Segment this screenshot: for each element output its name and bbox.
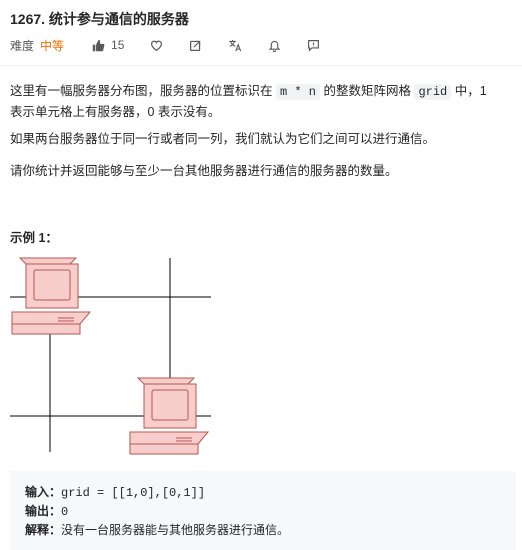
feedback-button[interactable] <box>307 39 320 52</box>
input-value: grid = [[1,0],[0,1]] <box>61 486 206 500</box>
subscribe-button[interactable] <box>268 39 281 52</box>
inline-code-mxn: m * n <box>275 84 320 100</box>
explanation-label: 解释： <box>25 523 62 537</box>
problem-title: 1267. 统计参与通信的服务器 <box>10 11 189 27</box>
example-output-line: 输出：0 <box>25 502 68 520</box>
description-paragraph-1: 这里有一幅服务器分布图，服务器的位置标识在 m * n 的整数矩阵网格 grid… <box>10 81 515 122</box>
explanation-value: 没有一台服务器能与其他服务器进行通信。 <box>61 523 290 537</box>
output-value: 0 <box>61 505 69 519</box>
example-title: 示例 1： <box>10 231 58 245</box>
description-text: 表示单元格上有服务器，0 表示没有。 <box>10 105 221 119</box>
server-computer-icon <box>11 257 92 335</box>
difficulty-badge: 中等 <box>40 38 65 53</box>
description-paragraph-2: 如果两台服务器位于同一行或者同一列，我们就认为它们之间可以进行通信。 <box>10 132 436 146</box>
output-label: 输出： <box>25 504 62 518</box>
share-button[interactable] <box>189 39 202 52</box>
server-computer-icon <box>129 377 210 455</box>
thumbs-up-icon <box>92 39 105 51</box>
example-input-line: 输入：grid = [[1,0],[0,1]] <box>25 483 205 501</box>
problem-meta-bar: 难度 中等 15 <box>10 36 346 54</box>
share-icon <box>190 40 201 51</box>
favorite-button[interactable] <box>150 39 163 52</box>
description-text: 这里有一幅服务器分布图，服务器的位置标识在 <box>10 84 276 98</box>
description-text: 中，1 <box>451 84 487 98</box>
example-explanation-line: 解释：没有一台服务器能与其他服务器进行通信。 <box>25 521 289 539</box>
feedback-icon <box>308 39 320 52</box>
difficulty-label: 难度 <box>10 38 35 53</box>
header-divider <box>0 65 522 66</box>
description-text: 的整数矩阵网格 <box>320 84 415 98</box>
translate-icon <box>229 39 242 51</box>
heart-icon <box>151 40 163 51</box>
description-paragraph-3: 请你统计并返回能够与至少一台其他服务器进行通信的服务器的数量。 <box>10 164 398 178</box>
example-illustration <box>10 257 211 455</box>
like-count: 15 <box>111 38 125 52</box>
example-io-block: 输入：grid = [[1,0],[0,1]] 输出：0 解释：没有一台服务器能… <box>10 471 516 550</box>
inline-code-grid: grid <box>414 84 452 100</box>
bell-icon <box>269 40 281 52</box>
translate-button[interactable] <box>228 39 242 52</box>
like-button[interactable]: 15 <box>92 38 124 52</box>
input-label: 输入： <box>25 485 62 499</box>
